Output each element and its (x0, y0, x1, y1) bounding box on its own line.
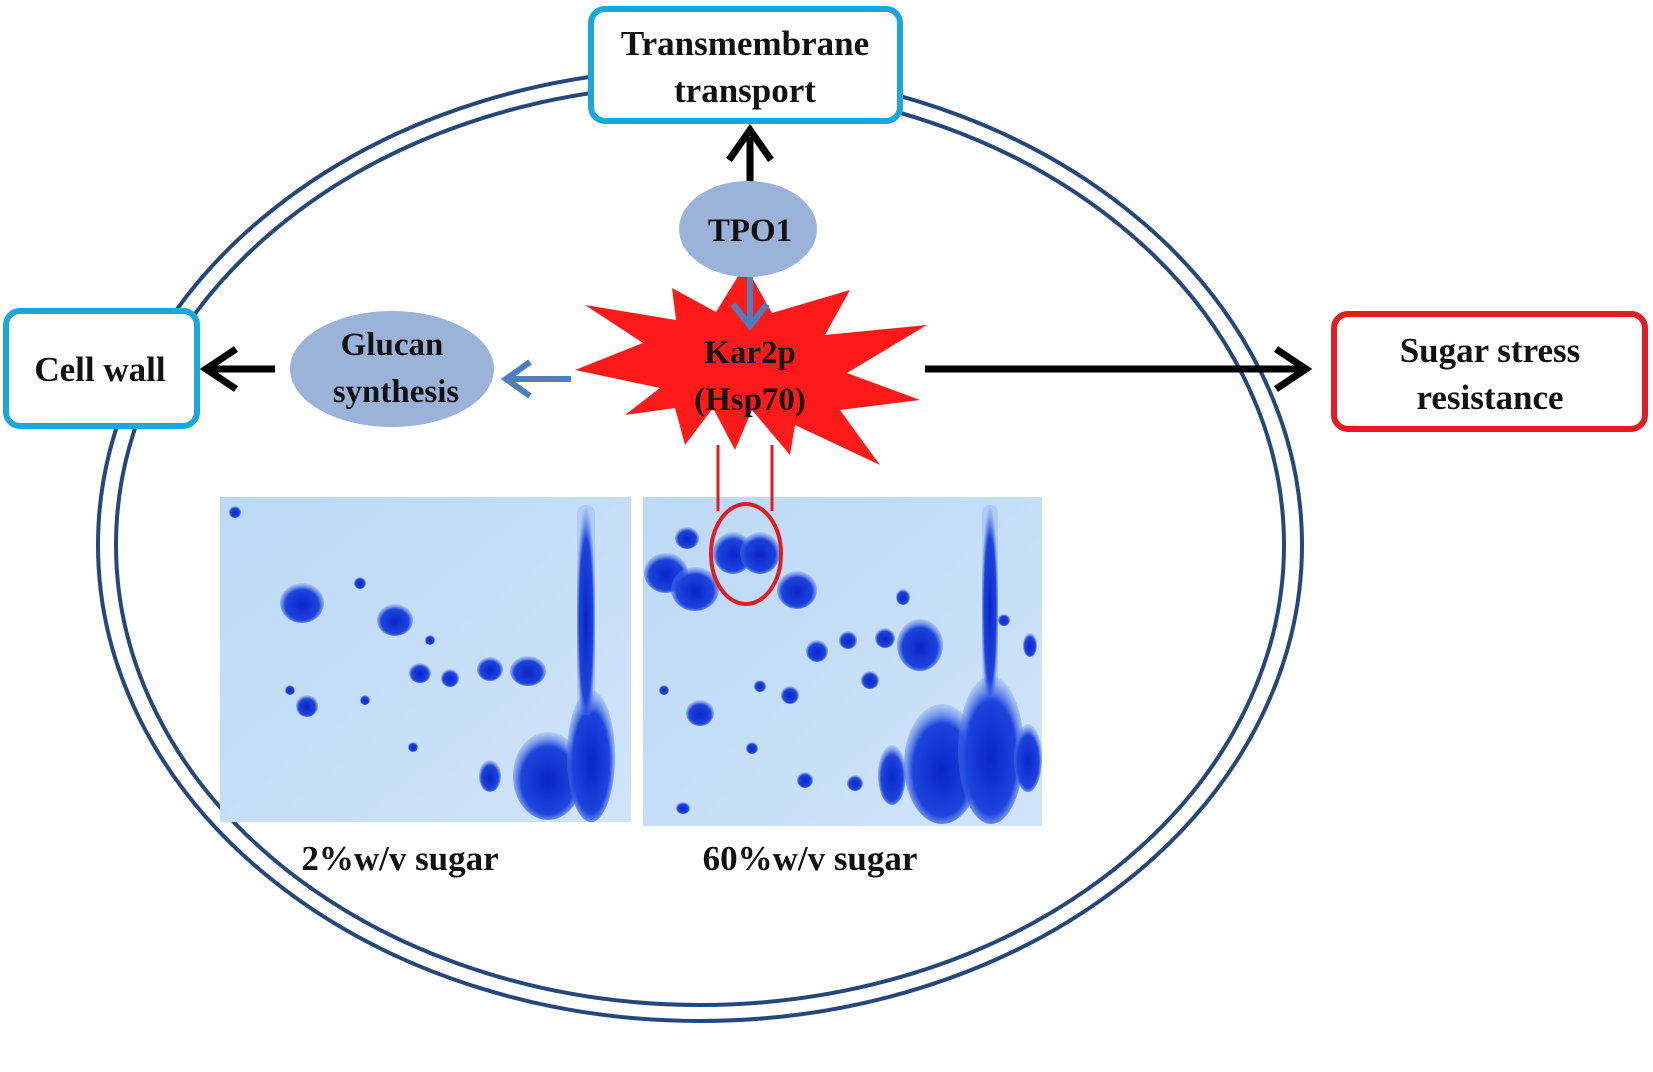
glucan-synthesis-node: Glucan synthesis (290, 311, 494, 427)
kar2p-node: Kar2p (Hsp70) (694, 335, 806, 418)
transmembrane-transport-box: Transmembrane transport (588, 6, 903, 124)
transmembrane-label-line1: Transmembrane (621, 24, 869, 63)
glucan-label-line1: Glucan (341, 327, 444, 363)
tpo1-label: TPO1 (708, 213, 792, 249)
gel-caption-60-percent: 60%w/v sugar (703, 839, 918, 878)
sugar-stress-label-line2: resistance (1416, 378, 1563, 417)
cell-wall-label: Cell wall (34, 350, 166, 389)
sugar-stress-resistance-box: Sugar stress resistance (1331, 311, 1648, 432)
kar2p-label-line1: Kar2p (704, 335, 796, 371)
gel-image-2-percent (220, 497, 631, 822)
gel-caption-2-percent: 2%w/v sugar (301, 839, 498, 878)
sugar-stress-label-line1: Sugar stress (1400, 331, 1581, 370)
tpo1-node: TPO1 (679, 181, 817, 277)
glucan-label-line2: synthesis (333, 374, 460, 410)
cell-wall-box: Cell wall (3, 308, 200, 429)
kar2p-starburst (575, 265, 927, 465)
kar2p-label-line2: (Hsp70) (694, 382, 806, 418)
transmembrane-label-line2: transport (674, 71, 816, 110)
kar2p-spot-highlight (709, 445, 783, 606)
arrows (199, 123, 1313, 399)
gel-image-60-percent (643, 497, 1042, 826)
